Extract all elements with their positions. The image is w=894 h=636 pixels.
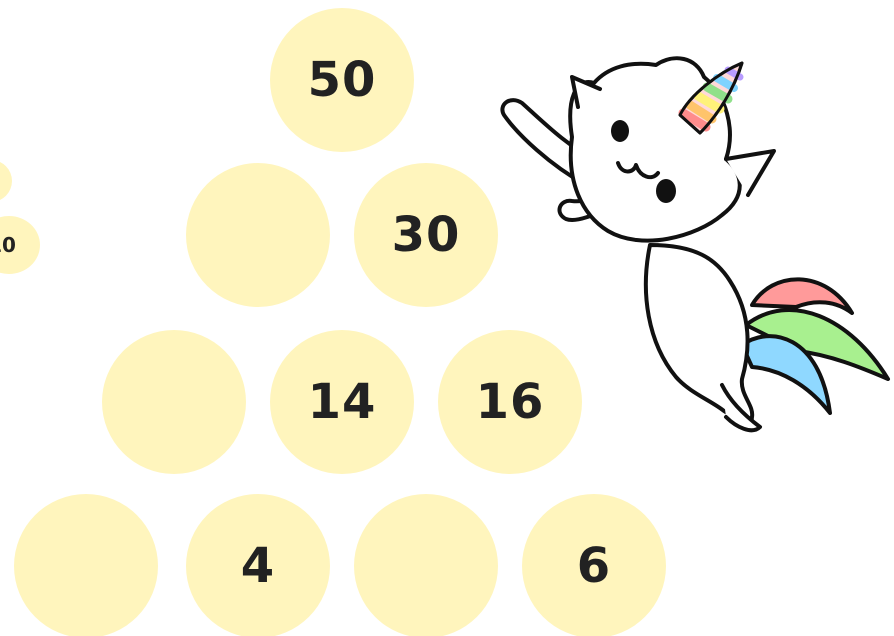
cell-value: 4 — [241, 538, 275, 594]
pyramid-cell[interactable]: 30 — [354, 163, 498, 307]
cell-value: 30 — [392, 207, 461, 263]
pyramid-cell[interactable]: 4 — [186, 494, 330, 636]
pyramid-cell[interactable]: 6 — [522, 494, 666, 636]
cell-value: 50 — [308, 52, 377, 108]
pyramid-cell-empty[interactable] — [186, 163, 330, 307]
pyramid-cell-top[interactable]: 50 — [270, 8, 414, 152]
partial-bubble-label: 10 — [0, 233, 16, 257]
pyramid-cell-empty[interactable] — [354, 494, 498, 636]
cell-value: 14 — [308, 374, 377, 430]
partial-number-bubble — [0, 160, 12, 202]
pyramid-cell-empty[interactable] — [14, 494, 158, 636]
pyramid-cell-empty[interactable] — [102, 330, 246, 474]
partial-number-bubble: 10 — [0, 216, 40, 274]
pyramid-cell[interactable]: 14 — [270, 330, 414, 474]
unicorn-cat-icon — [490, 55, 894, 445]
cell-value: 6 — [577, 538, 611, 594]
